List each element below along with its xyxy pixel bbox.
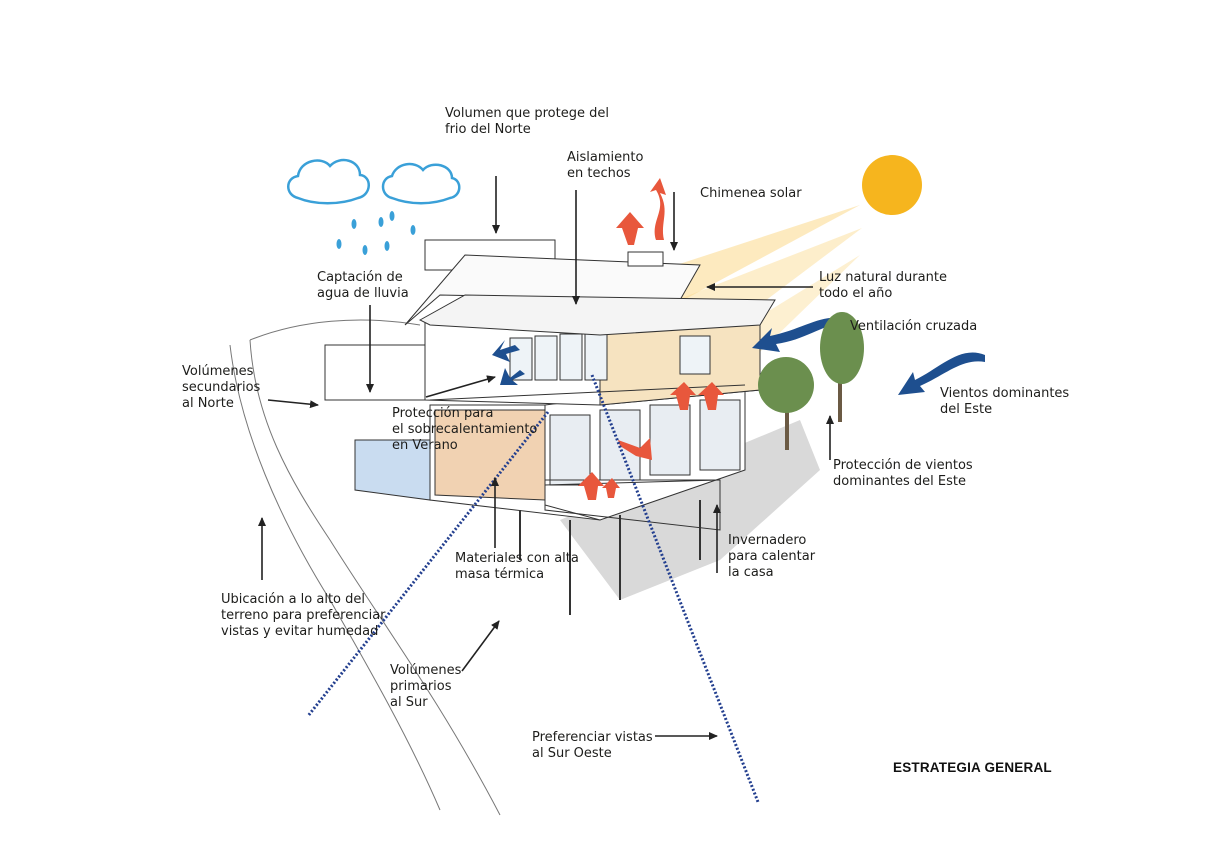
label-vistas-sur-oeste: Preferenciar vistas al Sur Oeste <box>532 730 653 761</box>
label-aislamiento: Aislamiento en techos <box>567 150 644 181</box>
diagram-title: ESTRATEGIA GENERAL <box>893 760 1052 775</box>
terrain-lines <box>229 319 501 816</box>
label-chimenea-solar: Chimenea solar <box>700 186 802 201</box>
label-invernadero: Invernadero para calentar la casa <box>728 533 816 580</box>
trees-icon <box>758 312 864 450</box>
label-ventilacion-cruzada: Ventilación cruzada <box>850 319 978 334</box>
label-volumenes-secundarios: Volúmenes secundarios al Norte <box>182 364 261 411</box>
label-materiales: Materiales con alta masa térmica <box>455 551 579 582</box>
sun-icon <box>862 155 922 215</box>
label-captacion-lluvia: Captación de agua de lluvia <box>317 270 409 301</box>
view-lines <box>306 374 760 803</box>
label-luz-natural: Luz natural durante todo el año <box>819 270 947 301</box>
label-volumen-norte: Volumen que protege del frio del Norte <box>445 106 609 137</box>
heat-arrows-icon <box>578 178 724 500</box>
annotation-arrows <box>258 176 834 740</box>
wind-arrows-icon <box>492 317 985 395</box>
rain-clouds-icon <box>287 158 461 205</box>
label-volumenes-primarios: Volúmenes primarios al Sur <box>390 663 462 710</box>
label-proteccion-sobrecalentamiento: Protección para el sobrecalentamiento en… <box>392 406 538 453</box>
raindrops-icon <box>336 211 416 255</box>
label-ubicacion: Ubicación a lo alto del terreno para pre… <box>221 592 386 639</box>
label-proteccion-vientos: Protección de vientos dominantes del Est… <box>833 458 973 489</box>
label-vientos-dominantes: Vientos dominantes del Este <box>940 386 1070 417</box>
house-illustration <box>324 239 820 615</box>
